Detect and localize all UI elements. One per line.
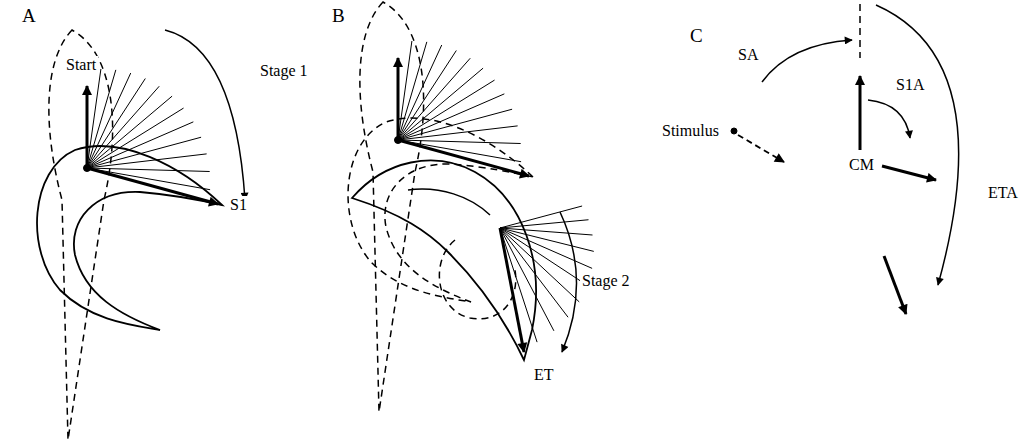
stage1-outline: [37, 146, 222, 330]
panel-letter: A: [20, 6, 38, 27]
orientation-line: [398, 109, 512, 140]
orientation-line: [87, 137, 201, 168]
orientation-line: [87, 73, 131, 168]
position-label: ET: [532, 366, 556, 384]
orientation-line: [398, 94, 504, 140]
orientation-line: [500, 220, 589, 228]
orientation-line: [500, 228, 592, 268]
orientation-line: [398, 80, 495, 140]
et-arrow: [500, 228, 524, 352]
s1-arrow: [398, 140, 529, 176]
eta-angle-arc: [876, 5, 959, 285]
orientation-line: [87, 86, 159, 168]
stimulus-dot: [731, 128, 737, 134]
orientation-line: [398, 68, 483, 140]
orientation-line: [87, 108, 184, 168]
stage-label: Start: [64, 56, 98, 74]
sa-angle-arc: [762, 40, 852, 82]
center-of-mass: [395, 137, 402, 144]
panel-letter: B: [330, 6, 347, 27]
s1-arrow: [882, 166, 936, 180]
et-outline-inner: [408, 189, 490, 215]
s1a-angle-arc: [868, 100, 910, 138]
start-outline: [49, 30, 113, 440]
orientation-line: [87, 96, 172, 168]
center-of-mass: [84, 165, 91, 172]
start-outline: [360, 2, 424, 412]
start-arrow: [86, 86, 89, 168]
orientation-line: [398, 58, 470, 140]
stage1-outline: [348, 118, 533, 302]
s1-arrow: [87, 168, 218, 204]
orientation-line: [87, 154, 207, 168]
stimulus-label: Stimulus: [660, 122, 721, 140]
orientation-line: [87, 122, 193, 168]
stage-label: Stage 2: [580, 272, 632, 290]
position-label: S1: [228, 196, 249, 214]
center-of-mass-label: CM: [847, 156, 876, 174]
orientation-line: [500, 206, 582, 228]
reference-line: [859, 4, 861, 58]
start-arrow: [859, 76, 862, 150]
stage1-sweep: [165, 30, 245, 200]
orientation-line: [398, 45, 442, 140]
stage2-sweep: [560, 212, 577, 352]
angle-label: SA: [736, 46, 760, 64]
et-arrow: [884, 256, 906, 314]
orientation-line: [500, 228, 594, 251]
stage-label: Stage 1: [258, 62, 310, 80]
angle-label: S1A: [894, 76, 926, 94]
orientation-line: [500, 228, 554, 331]
orientation-line: [500, 228, 568, 317]
angle-label: ETA: [986, 184, 1020, 202]
start-arrow: [397, 58, 400, 140]
orientation-line: [398, 126, 518, 140]
stimulus-direction: [738, 135, 784, 162]
panel-letter: C: [688, 26, 705, 47]
et-outline: [352, 160, 536, 360]
